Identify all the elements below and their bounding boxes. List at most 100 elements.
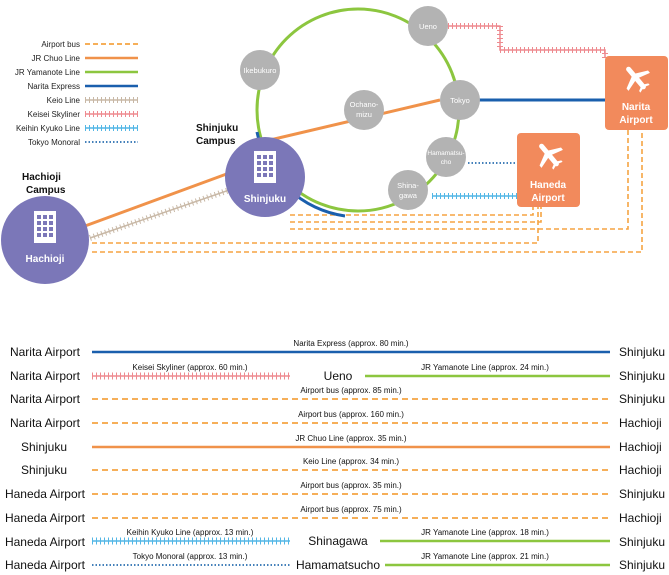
route-segment-label: Airport bus (approx. 160 min.) bbox=[298, 410, 404, 419]
airplane-icon bbox=[626, 66, 650, 93]
legend-label: JR Chuo Line bbox=[32, 54, 81, 63]
route-segment-label: Tokyo Monoral (approx. 13 min.) bbox=[133, 552, 248, 561]
shinjuku-campus-caption-2: Campus bbox=[196, 136, 236, 147]
route-row: Narita Airport Airport bus (approx. 85 m… bbox=[10, 386, 665, 406]
legend-item-keisei-skyliner: Keisei Skyliner bbox=[28, 110, 138, 119]
route-segment-label: JR Chuo Line (approx. 35 min.) bbox=[295, 434, 407, 443]
hachioji-label: Hachioji bbox=[26, 254, 65, 265]
route-destination: Shinjuku bbox=[619, 392, 665, 406]
legend-item-jr-yamanote: JR Yamanote Line bbox=[15, 68, 138, 77]
route-destination: Hachioji bbox=[619, 463, 662, 477]
route-row: Shinjuku JR Chuo Line (approx. 35 min.) … bbox=[21, 434, 662, 454]
route-via: Shinagawa bbox=[308, 534, 368, 548]
station-shinagawa bbox=[388, 170, 428, 210]
legend-item-narita-express: Narita Express bbox=[28, 82, 138, 91]
route-segment-label: Keisei Skyliner (approx. 60 min.) bbox=[132, 363, 247, 372]
station-ueno bbox=[408, 6, 448, 46]
building-icon bbox=[254, 151, 276, 183]
station-tokyo bbox=[440, 80, 480, 120]
route-destination: Shinjuku bbox=[619, 345, 665, 359]
route-row: Haneda Airport Airport bus (approx. 75 m… bbox=[5, 505, 662, 525]
route-segment-label: Airport bus (approx. 35 min.) bbox=[300, 481, 402, 490]
route-via: Ueno bbox=[324, 369, 353, 383]
route-segment-label: JR Yamanote Line (approx. 21 min.) bbox=[421, 552, 549, 561]
route-origin: Narita Airport bbox=[10, 392, 81, 406]
hachioji-campus-caption-1: Hachioji bbox=[22, 172, 61, 183]
route-segment-label: Narita Express (approx. 80 min.) bbox=[293, 339, 408, 348]
route-origin: Shinjuku bbox=[21, 463, 67, 477]
narita-label-2: Airport bbox=[619, 115, 653, 126]
route-destination: Shinjuku bbox=[619, 558, 665, 572]
route-origin: Haneda Airport bbox=[5, 487, 86, 501]
route-row: Haneda Airport Tokyo Monoral (approx. 13… bbox=[5, 552, 665, 572]
map: Ueno Ikebukuro Ochano- mizu Tokyo Hamama… bbox=[1, 6, 668, 284]
hachioji-campus-caption-2: Campus bbox=[26, 185, 66, 196]
legend-item-keio: Keio Line bbox=[47, 96, 138, 105]
station-label-shinagawa-1: Shina- bbox=[397, 181, 419, 190]
legend-item-tokyo-monoral: Tokyo Monoral bbox=[28, 138, 138, 147]
route-destination: Shinjuku bbox=[619, 369, 665, 383]
station-hamamatsucho bbox=[426, 137, 466, 177]
legend-item-keihin-kyuko: Keihin Kyuko Line bbox=[16, 124, 138, 133]
route-segment-label: Keihin Kyuko Line (approx. 13 min.) bbox=[127, 528, 254, 537]
route-table: Narita Airport Narita Express (approx. 8… bbox=[5, 339, 665, 572]
route-destination: Hachioji bbox=[619, 416, 662, 430]
route-origin: Narita Airport bbox=[10, 345, 81, 359]
haneda-label-1: Haneda bbox=[530, 180, 567, 191]
airplane-icon bbox=[539, 143, 563, 170]
route-segment-label: Airport bus (approx. 85 min.) bbox=[300, 386, 402, 395]
route-row: Narita Airport Airport bus (approx. 160 … bbox=[10, 410, 662, 430]
route-segment-label: JR Yamanote Line (approx. 18 min.) bbox=[421, 528, 549, 537]
station-label-ueno: Ueno bbox=[419, 22, 437, 31]
station-label-ochanomizu-1: Ochano- bbox=[350, 100, 379, 109]
legend: Airport bus JR Chuo Line JR Yamanote Lin… bbox=[15, 40, 138, 147]
shinjuku-campus-caption-1: Shinjuku bbox=[196, 123, 238, 134]
route-destination: Shinjuku bbox=[619, 535, 665, 549]
haneda-airport bbox=[517, 133, 580, 207]
jr-chuo-line bbox=[84, 170, 233, 228]
station-label-ochanomizu-2: mizu bbox=[356, 110, 372, 119]
route-segment-label: Airport bus (approx. 75 min.) bbox=[300, 505, 402, 514]
keisei-skyliner-line bbox=[440, 23, 608, 58]
route-segment-label: JR Yamanote Line (approx. 24 min.) bbox=[421, 363, 549, 372]
legend-label: Keisei Skyliner bbox=[28, 110, 81, 119]
station-ikebukuro bbox=[240, 50, 280, 90]
route-origin: Haneda Airport bbox=[5, 558, 86, 572]
keio-line bbox=[89, 184, 239, 241]
legend-item-jr-chuo: JR Chuo Line bbox=[32, 54, 138, 63]
route-origin: Narita Airport bbox=[10, 416, 81, 430]
route-destination: Shinjuku bbox=[619, 487, 665, 501]
route-row: Haneda Airport Keihin Kyuko Line (approx… bbox=[5, 528, 665, 549]
building-icon bbox=[34, 211, 56, 243]
station-label-ikebukuro: Ikebukuro bbox=[244, 66, 277, 75]
station-label-hamamatsucho-1: Hamamatsu- bbox=[427, 150, 464, 157]
route-destination: Hachioji bbox=[619, 511, 662, 525]
route-origin: Haneda Airport bbox=[5, 535, 86, 549]
route-row: Shinjuku Keio Line (approx. 34 min.) Hac… bbox=[21, 457, 662, 477]
station-label-shinagawa-2: gawa bbox=[399, 191, 418, 200]
route-origin: Narita Airport bbox=[10, 369, 81, 383]
route-origin: Shinjuku bbox=[21, 440, 67, 454]
legend-label: Airport bus bbox=[41, 40, 80, 49]
narita-airport bbox=[605, 56, 668, 130]
route-destination: Hachioji bbox=[619, 440, 662, 454]
legend-label: Narita Express bbox=[28, 82, 80, 91]
route-origin: Haneda Airport bbox=[5, 511, 86, 525]
narita-label-1: Narita bbox=[622, 102, 651, 113]
legend-label: JR Yamanote Line bbox=[15, 68, 81, 77]
legend-label: Keio Line bbox=[47, 96, 81, 105]
route-segment-label: Keio Line (approx. 34 min.) bbox=[303, 457, 399, 466]
route-row: Narita Airport Keisei Skyliner (approx. … bbox=[10, 363, 665, 383]
route-via: Hamamatsucho bbox=[296, 558, 380, 572]
legend-label: Keihin Kyuko Line bbox=[16, 124, 81, 133]
shinjuku-label: Shinjuku bbox=[244, 194, 286, 205]
station-label-tokyo: Tokyo bbox=[450, 96, 470, 105]
station-label-hamamatsucho-2: cho bbox=[441, 159, 452, 166]
route-row: Narita Airport Narita Express (approx. 8… bbox=[10, 339, 665, 359]
legend-label: Tokyo Monoral bbox=[28, 138, 80, 147]
route-row: Haneda Airport Airport bus (approx. 35 m… bbox=[5, 481, 665, 501]
station-ochanomizu bbox=[344, 90, 384, 130]
legend-item-airport-bus: Airport bus bbox=[41, 40, 138, 49]
haneda-label-2: Airport bbox=[531, 193, 565, 204]
